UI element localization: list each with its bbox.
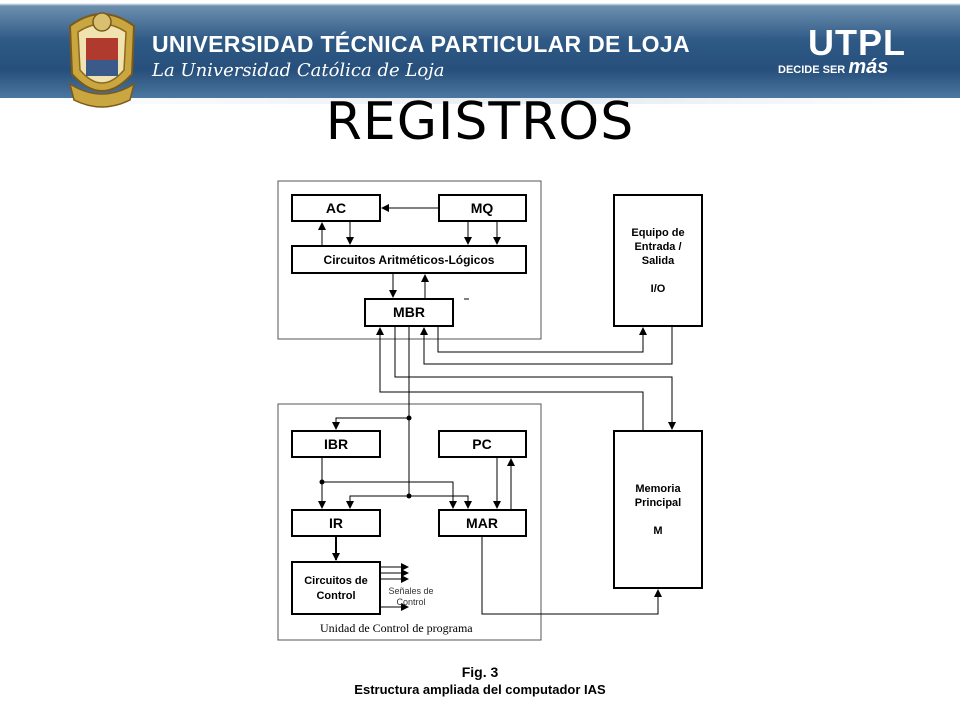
svg-text:Principal: Principal: [635, 497, 681, 509]
control-circuits-block: Circuitos de Control: [291, 561, 381, 615]
mbr-register: MBR: [364, 298, 454, 327]
svg-text:Salida: Salida: [642, 255, 675, 267]
figure-description: Estructura ampliada del computador IAS: [354, 682, 606, 697]
svg-text:MAR: MAR: [466, 515, 498, 531]
figure-caption: Fig. 3 Estructura ampliada del computado…: [0, 664, 960, 697]
svg-text:Memoria: Memoria: [635, 483, 681, 495]
svg-text:Circuitos de: Circuitos de: [304, 575, 368, 587]
alu-block: Circuitos Aritméticos-Lógicos: [291, 245, 527, 274]
mq-register: MQ: [438, 194, 527, 222]
junction-dots: [319, 415, 412, 499]
figure-number: Fig. 3: [461, 664, 499, 680]
university-motto: La Universidad Católica de Loja: [152, 60, 445, 81]
svg-text:PC: PC: [472, 436, 491, 452]
svg-text:IBR: IBR: [324, 436, 348, 452]
tagline-big: más: [848, 56, 889, 78]
mar-register: MAR: [438, 509, 527, 537]
svg-text:AC: AC: [326, 200, 346, 216]
header-banner: UNIVERSIDAD TÉCNICA PARTICULAR DE LOJA L…: [0, 0, 960, 108]
ir-register: IR: [291, 509, 381, 537]
university-name: UNIVERSIDAD TÉCNICA PARTICULAR DE LOJA: [152, 31, 690, 57]
io-equipment-block: Equipo de Entrada / Salida I/O: [613, 194, 703, 327]
university-crest-icon: [68, 12, 136, 108]
svg-text:I/O: I/O: [651, 283, 666, 295]
control-signals-label: Señales de: [388, 586, 433, 596]
slide-title: REGISTROS: [325, 92, 635, 152]
program-control-unit-label: Unidad de Control de programa: [320, 621, 473, 635]
ibr-register: IBR: [291, 430, 381, 458]
svg-text:MBR: MBR: [393, 304, 425, 320]
svg-text:Circuitos Aritméticos-Lógicos: Circuitos Aritméticos-Lógicos: [324, 253, 495, 267]
svg-text:Equipo de: Equipo de: [631, 227, 684, 239]
pc-register: PC: [438, 430, 527, 458]
banner-stripe: [0, 98, 960, 104]
control-signals-label-2: Control: [396, 597, 425, 607]
svg-text:M: M: [653, 525, 662, 537]
data-paths: [318, 204, 676, 615]
brand-tagline: DECIDE SER más: [778, 56, 888, 79]
main-memory-block: Memoria Principal M: [613, 430, 703, 589]
svg-text:MQ: MQ: [471, 200, 494, 216]
svg-text:Control: Control: [316, 590, 355, 602]
ac-register: AC: [291, 194, 381, 222]
tagline-small: DECIDE SER: [778, 64, 846, 76]
svg-text:IR: IR: [329, 515, 343, 531]
brand-logo: UTPL: [808, 22, 906, 63]
svg-text:Entrada /: Entrada /: [634, 241, 681, 253]
